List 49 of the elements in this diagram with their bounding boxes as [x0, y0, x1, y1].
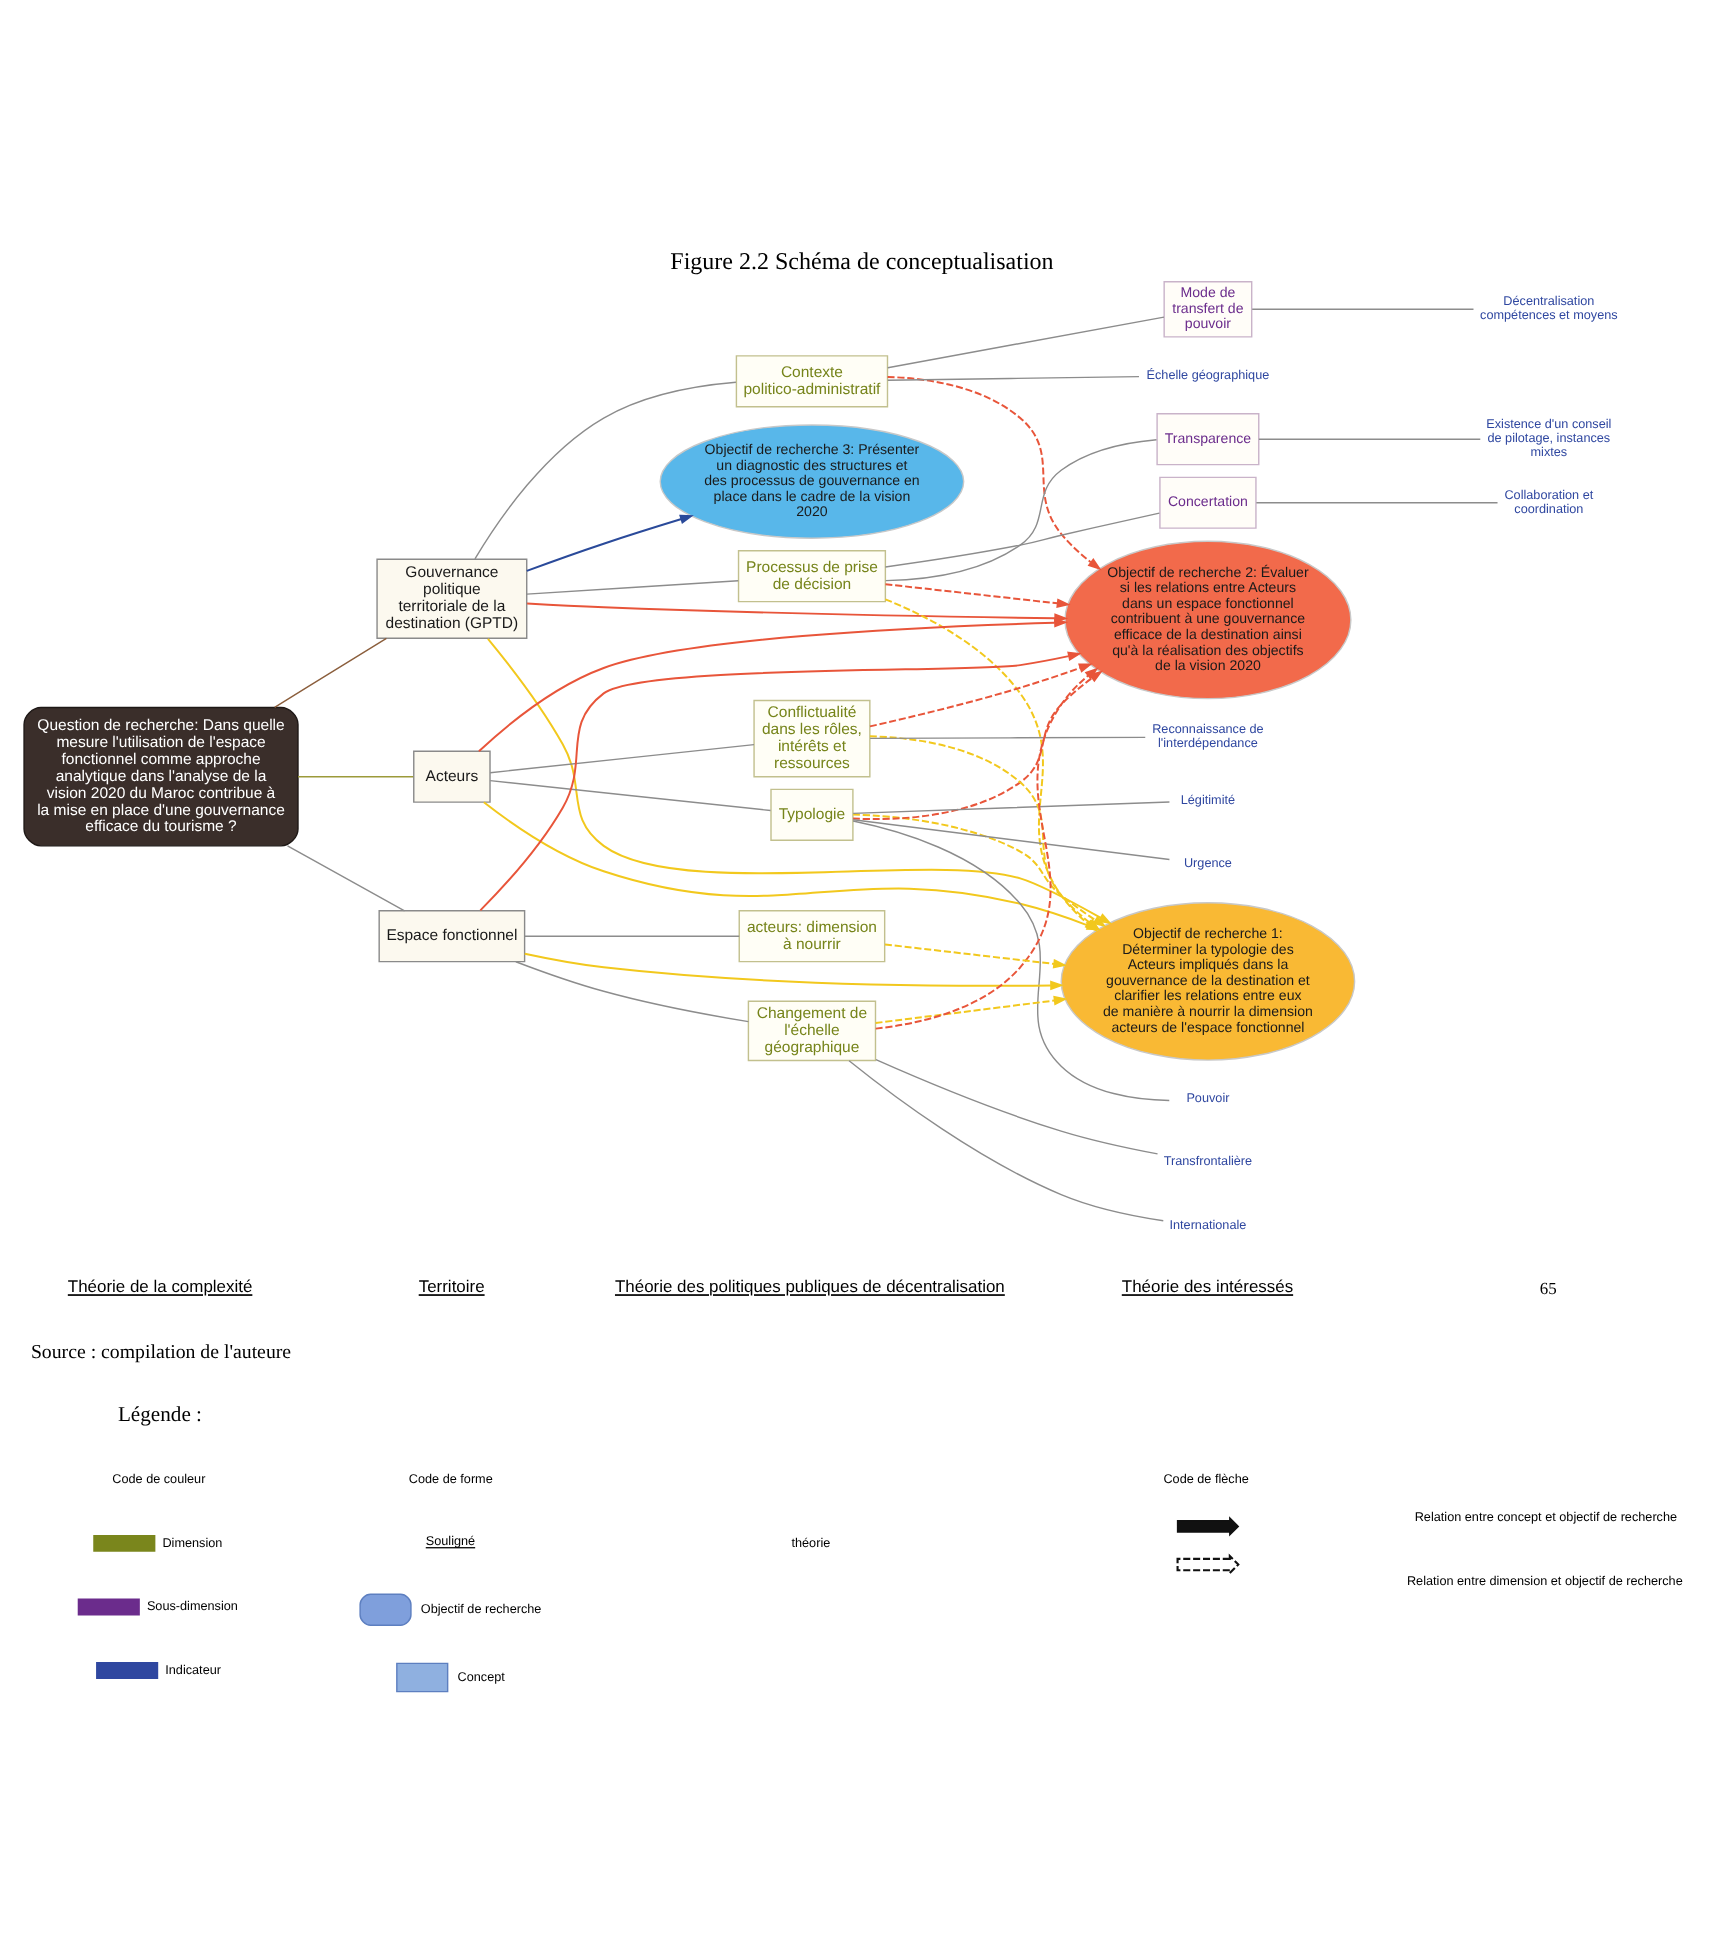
- connector: [524, 934, 740, 936]
- connector: [273, 636, 388, 708]
- label: Théorie des politiques publiques de décentralisation: [614, 1275, 1005, 1296]
- node-box: Acteurs: [413, 749, 491, 802]
- node-box: Contexte politico-administratif: [735, 354, 889, 407]
- arrow: [852, 812, 1107, 927]
- arrow: [884, 942, 1068, 968]
- connector: [286, 844, 406, 911]
- arrow: [525, 513, 694, 571]
- connector: [848, 1059, 1164, 1221]
- node-box: Gouvernance politique territoriale de la destination (GPTD): [376, 557, 528, 638]
- arrow: [869, 662, 1093, 727]
- arrow: [477, 616, 1068, 752]
- node-box: Question de recherche: Dans quelle mesure l'utilisation de l'espace fonctionnel comme approche analytique dans l'analyse de la vision 2020 du Maroc contribue à la mise en place d'une gouvernance efficace du tourisme ?: [23, 705, 299, 846]
- label: Légende :: [117, 1404, 202, 1427]
- connector: [1258, 437, 1481, 439]
- connector: [885, 438, 1158, 581]
- connector: [489, 742, 755, 773]
- label: 65: [1539, 1276, 1557, 1297]
- node-box: Conflictualité dans les rôles, intérêts et ressources: [753, 698, 871, 777]
- connector: [526, 579, 739, 594]
- label: Territoire: [418, 1275, 485, 1296]
- arrow: [884, 582, 1071, 608]
- caption: Source : compilation de l'auteure: [30, 1340, 292, 1363]
- arrow: [886, 374, 1102, 570]
- node-box: Typologie: [770, 787, 854, 840]
- connector: [869, 735, 1146, 739]
- arrow: [874, 994, 1068, 1023]
- connector: [474, 380, 737, 559]
- connector: [884, 511, 1161, 567]
- connector: [852, 818, 1171, 860]
- connector: [515, 960, 750, 1022]
- node-box: Processus de prise de décision: [737, 549, 887, 602]
- connector: [852, 800, 1171, 814]
- label: Théorie des intéressés: [1121, 1275, 1294, 1296]
- connector: [297, 774, 414, 777]
- node-box: Changement de l'échelle géographique: [747, 999, 877, 1061]
- node-box: Espace fonctionnel: [378, 909, 526, 962]
- connector: [887, 315, 1165, 368]
- connector: [1255, 501, 1499, 503]
- node-box: acteurs: dimension à nourrir: [738, 909, 886, 962]
- diagram-title: Figure 2.2 Schéma de conceptualisation: [670, 245, 1054, 274]
- label: Théorie de la complexité: [67, 1275, 253, 1296]
- connector: [852, 819, 1170, 1101]
- connector: [489, 778, 772, 811]
- connector: [875, 1057, 1159, 1154]
- connector: [1251, 307, 1475, 309]
- connector: [887, 374, 1140, 380]
- arrow: [523, 951, 1065, 990]
